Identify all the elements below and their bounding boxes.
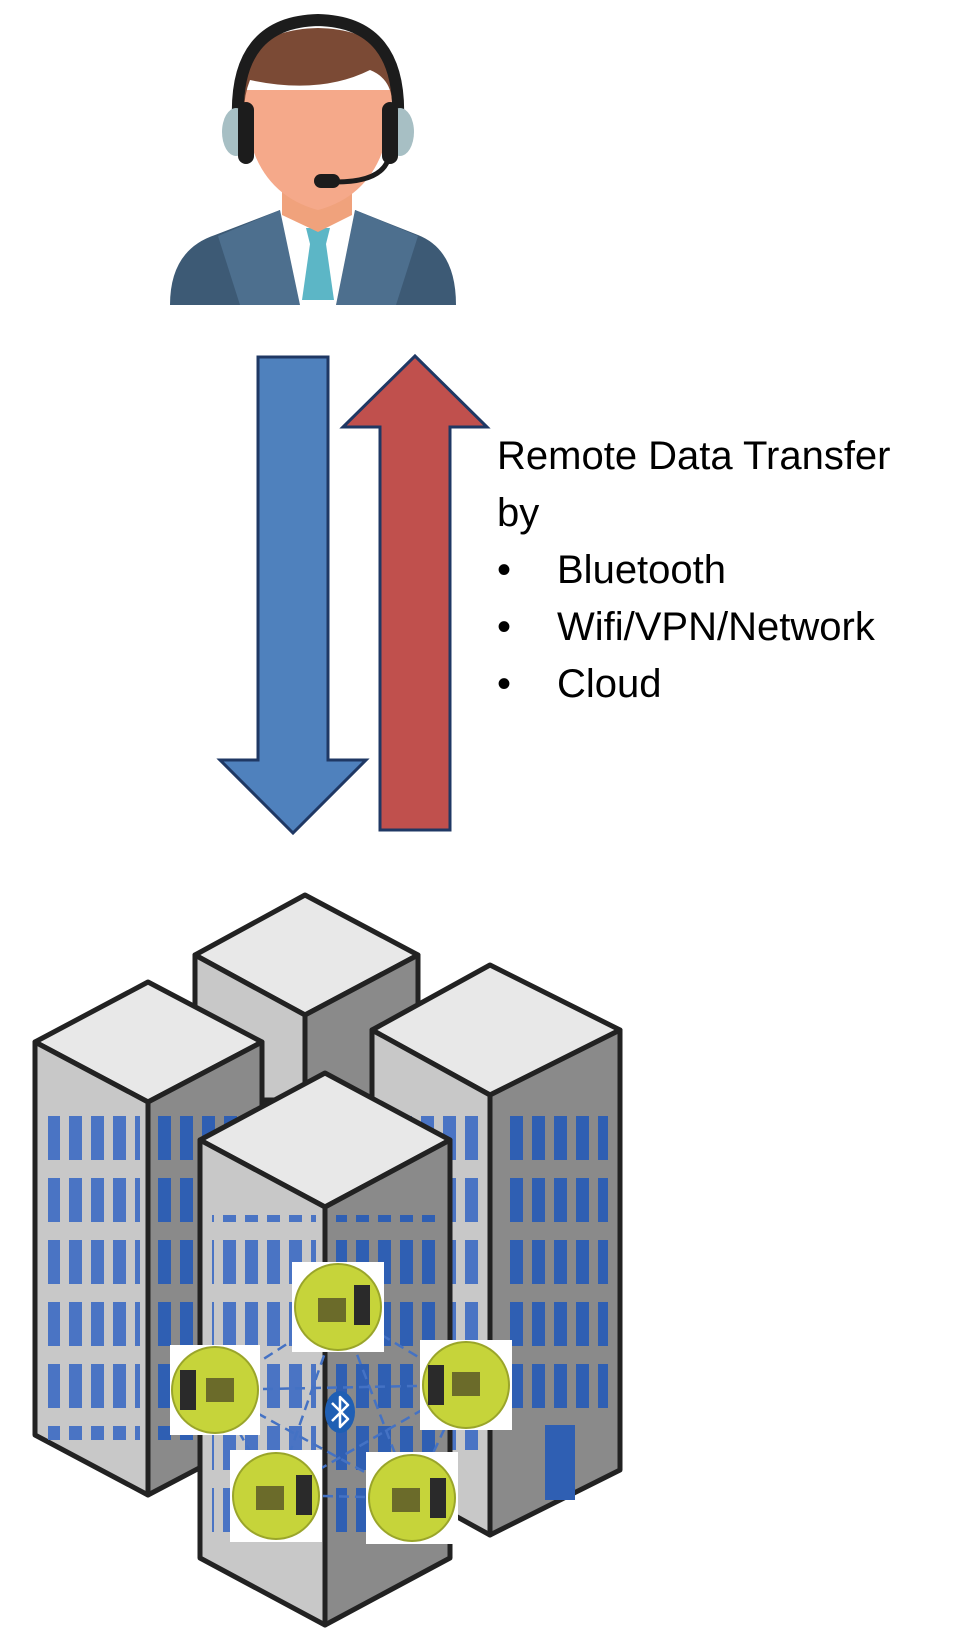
device-2 xyxy=(170,1345,260,1435)
bullet-icon: • xyxy=(497,605,512,649)
list-item: • Wifi/VPN/Network xyxy=(497,599,937,656)
bluetooth-icon xyxy=(325,1391,355,1433)
office-buildings-icon xyxy=(32,892,623,1628)
bullet-icon: • xyxy=(497,662,512,706)
smart-module-icon xyxy=(170,1262,512,1544)
method-label: Bluetooth xyxy=(557,548,727,592)
transfer-method-list: • Bluetooth • Wifi/VPN/Network • Cloud xyxy=(497,542,937,713)
upload-arrow-icon xyxy=(339,353,491,832)
device-4 xyxy=(230,1450,322,1542)
method-label: Wifi/VPN/Network xyxy=(557,605,875,649)
transfer-caption: Remote Data Transfer by • Bluetooth • Wifi… xyxy=(497,428,937,713)
support-agent-icon xyxy=(170,13,456,305)
list-item: • Cloud xyxy=(497,656,937,713)
device-5 xyxy=(366,1452,458,1544)
device-3 xyxy=(420,1340,512,1430)
method-label: Cloud xyxy=(557,662,662,706)
caption-title: Remote Data Transfer by xyxy=(497,434,891,535)
device-1 xyxy=(292,1262,384,1352)
download-arrow-icon xyxy=(216,355,370,836)
list-item: • Bluetooth xyxy=(497,542,937,599)
bullet-icon: • xyxy=(497,548,512,592)
